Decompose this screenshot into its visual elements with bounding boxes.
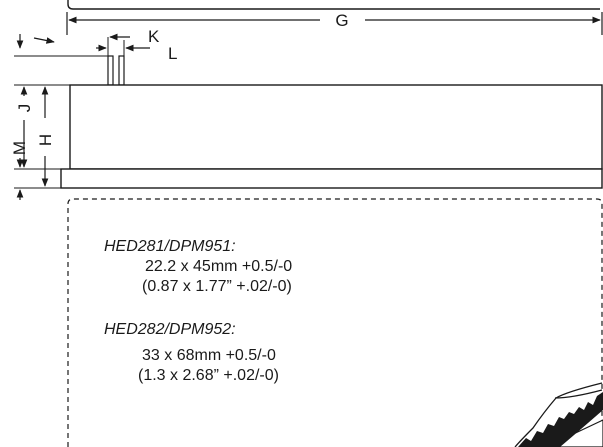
dimension-h-label: H: [36, 134, 55, 146]
dimension-l-label: L: [168, 44, 177, 63]
dimension-m: M: [10, 141, 61, 200]
terminal-pin-left: [107, 55, 114, 86]
dimension-j: J: [14, 84, 70, 168]
dimension-k-label: K: [148, 27, 160, 46]
spec-2-imperial: (1.3 x 2.68” +.02/-0): [138, 367, 279, 384]
panel-cutout-outline: [67, 198, 603, 447]
front-bezel: [60, 168, 603, 189]
dimension-g: G: [66, 11, 603, 35]
spec-2-metric: 33 x 68mm +0.5/-0: [142, 347, 276, 364]
dimension-j-label: J: [15, 104, 34, 113]
meter-body: [69, 84, 603, 170]
pin-height-marker: [14, 34, 108, 57]
spec-1-metric: 22.2 x 45mm +0.5/-0: [145, 258, 292, 275]
dimension-m-label: M: [10, 141, 29, 155]
dimension-l: L: [96, 40, 177, 63]
peel-corner-icon: [514, 382, 603, 447]
cutout-spec-1: HED281/DPM951: 22.2 x 45mm +0.5/-0 (0.87…: [104, 238, 292, 295]
cutout-spec-2: HED282/DPM952: 33 x 68mm +0.5/-0 (1.3 x …: [104, 321, 279, 384]
spec-1-model: HED281/DPM951:: [104, 238, 236, 255]
dimension-h: H: [36, 86, 55, 187]
dimension-g-label: G: [335, 11, 348, 30]
terminal-pin-right: [118, 55, 125, 86]
spec-1-imperial: (0.87 x 1.77” +.02/-0): [142, 278, 292, 295]
top-frame-edge: [67, 0, 600, 10]
dimension-k: K: [107, 27, 160, 58]
spec-2-model: HED282/DPM952:: [104, 321, 236, 338]
